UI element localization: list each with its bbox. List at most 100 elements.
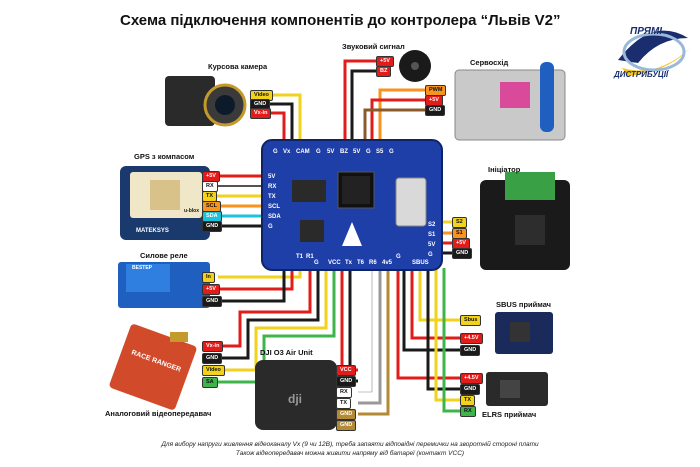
servo-label: Сервосхід [470,58,509,67]
wire-elrs-gnd [426,268,460,391]
wire-servo-5v [370,98,425,145]
relay-illustration [118,262,210,308]
vtx-pin-gnd: GND [202,353,223,364]
wire-dji-rx-outline [358,268,373,393]
servo-pin-gnd: GND [425,105,446,116]
buzzer-label: Звуковий сигнал [342,42,405,51]
footer-line-1: Для вибору напруги живлення відеоканалу … [161,441,539,448]
silk-top-9: G [389,149,394,155]
sbus-illustration [495,312,553,354]
sbus-pin-gnd: GND [460,345,481,356]
silk-bottom-8: R1 [306,254,314,260]
wire-servo-gnd [363,108,425,145]
wire-camera-vx [268,111,286,145]
footer-line-2: Також відеопередавач можна живити напрям… [235,450,465,457]
wire-camera-gnd [268,102,294,145]
wire-dji-rx [358,268,374,394]
brand-logo: ПРЯМІ ДИСТРИБУЦІЇ [608,8,696,88]
gps-illustration [120,166,210,240]
silk-top-2: CAM [296,149,310,155]
vtx-pin-sa: SA [202,377,218,388]
initiator-pin-gnd: GND [452,248,473,259]
dji-label: DJI O3 Air Unit [260,348,313,357]
silk-left-4: SDA [268,214,281,220]
wire-dji-gnd2 [358,268,390,416]
wire-vtx-gnd [218,268,320,360]
gps-brand-label: MATEKSYS [136,228,169,234]
silk-top-1: Vx [283,149,291,155]
vtx-label: Аналоговий відеопередавач [105,409,212,418]
silk-left-3: SCL [268,204,280,210]
silk-left-5: G [268,224,273,230]
silk-bottom-0: G [314,260,319,266]
silk-right-1: S1 [428,232,436,238]
wire-relay-5v [218,268,294,291]
vtx-pin-vx: Vx-in [202,341,224,352]
dji-pin-gnd: GND [336,376,357,387]
initiator-pin-s2: S2 [452,217,467,228]
relay-pin-5v: +5V [202,284,220,295]
initiator-label: Ініціатор [488,165,521,174]
wire-elrs-5v [396,268,460,380]
gps-chip-label: u-blox [184,208,199,214]
dji-pin-gnd2: GND [336,409,357,420]
elrs-pin-45v: +4.5V [460,373,483,384]
dji-illustration: dji [255,360,337,430]
wire-relay-gnd [218,268,286,303]
silk-bottom-1: VCC [328,260,341,266]
camera-label: Курсова камера [208,62,268,71]
svg-text:dji: dji [288,392,302,406]
silk-bottom-6: G [396,254,401,260]
silk-top-4: 5V [327,149,334,155]
wire-sbus-sig [418,268,460,322]
elrs-pin-gnd: GND [460,384,481,395]
dji-pin-vcc: VCC [336,365,356,376]
sbus-pin-signal: Sbus [460,315,482,326]
silk-right-4: SBUS [412,260,429,266]
elrs-pin-tx: TX [460,395,476,406]
silk-top-3: G [316,149,321,155]
gps-pin-gnd: GND [202,221,223,232]
camera-illustration [165,76,247,127]
silk-left-0: 5V [268,174,275,180]
logo-line1: ПРЯМІ [630,26,663,37]
wire-vtx-video [218,268,328,372]
initiator-illustration [480,172,570,270]
page-title: Схема підключення компонентів до контрол… [120,12,561,29]
vtx-illustration [109,324,197,410]
wire-elrs-rx [442,268,460,413]
dji-pin-gnd3: GND [336,420,357,431]
silk-bottom-4: R6 [369,260,377,266]
footer-note: Для вибору напруги живлення відеоканалу … [0,440,700,458]
sbus-label: SBUS приймач [496,300,552,309]
wire-camera-video [268,93,302,145]
logo-line2: ДИСТРИБУЦІЇ [614,70,669,79]
camera-pin-vx: Vx-in [250,108,272,119]
board-silk-top: G Vx CAM G 5V BZ 5V G S5 G [273,149,394,155]
vtx-pin-video: Video [202,365,225,376]
wire-vtx-vx [218,268,312,348]
servo-illustration [454,62,566,141]
elrs-label: ELRS приймач [482,410,537,419]
dji-pin-rx: RX [336,387,352,398]
wire-buzzer-bz [350,69,376,145]
silk-right-2: 5V [428,242,435,248]
wire-elrs-tx [434,268,460,402]
gps-label: GPS з компасом [134,152,195,161]
relay-label: Силове реле [140,251,188,260]
silk-right-3: G [428,252,433,258]
silk-bottom-5: 4v5 [382,260,393,266]
silk-top-7: G [366,149,371,155]
relay-pin-in: In [202,272,215,283]
silk-top-8: S5 [376,149,384,155]
elrs-pin-rx: RX [460,406,476,417]
silk-left-1: RX [268,184,276,190]
silk-top-0: G [273,149,278,155]
buzzer-pin-bz: BZ [376,66,392,77]
elrs-illustration [486,372,548,406]
relay-pin-gnd: GND [202,296,223,307]
wire-buzzer-5v [343,59,376,145]
silk-top-6: 5V [353,149,360,155]
silk-bottom-2: Tx [345,260,353,266]
